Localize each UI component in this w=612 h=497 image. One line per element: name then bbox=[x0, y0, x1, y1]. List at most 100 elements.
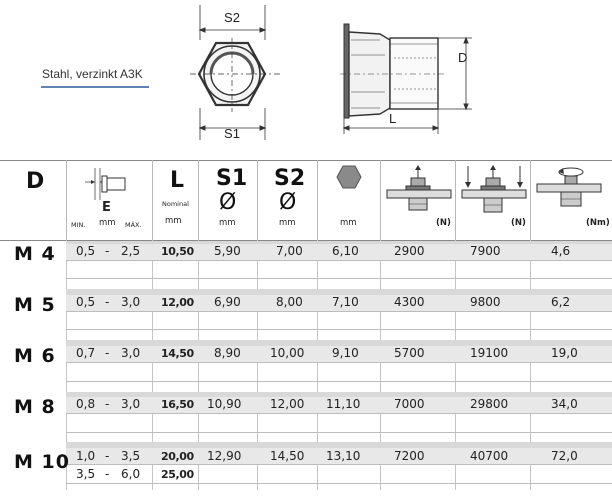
row-d: M 4 bbox=[14, 243, 56, 265]
row-e-dash: - bbox=[105, 467, 110, 481]
col-divider bbox=[455, 240, 456, 490]
row-force2: 29800 bbox=[470, 397, 509, 411]
row-force1: 4300 bbox=[394, 295, 425, 309]
row-force2: 7900 bbox=[470, 244, 501, 258]
header-l-label: L bbox=[170, 168, 185, 193]
header-pushout-force: (N) bbox=[455, 160, 530, 240]
header-e-label: E bbox=[102, 200, 111, 215]
row-torque: 6,2 bbox=[551, 295, 571, 309]
flange-thickness-icon bbox=[85, 168, 126, 200]
header-d: D bbox=[0, 160, 66, 240]
row-e-min: 0,5 bbox=[76, 244, 96, 258]
header-s1-diameter-icon: Ø bbox=[219, 190, 237, 215]
row-e-min: 3,5 bbox=[76, 467, 96, 481]
row-d: M 6 bbox=[14, 345, 56, 367]
header-d-label: D bbox=[26, 169, 45, 194]
row-s1: 6,90 bbox=[214, 295, 241, 309]
col-divider bbox=[66, 240, 67, 490]
row-e-max: 2,5 bbox=[121, 244, 141, 258]
nut-front-view bbox=[190, 5, 280, 140]
dimension-l-label: L bbox=[389, 111, 396, 126]
header-s2: S2 Ø mm bbox=[257, 160, 317, 240]
row-hex: 13,10 bbox=[326, 449, 361, 463]
row-torque: 72,0 bbox=[551, 449, 578, 463]
col-divider bbox=[198, 240, 199, 490]
row-s2: 7,00 bbox=[276, 244, 303, 258]
row-e-max: 3,0 bbox=[121, 397, 141, 411]
header-s2-mm: mm bbox=[279, 218, 296, 228]
row-e-min: 0,8 bbox=[76, 397, 96, 411]
pullout-force-icon bbox=[386, 165, 452, 211]
row-l: 16,50 bbox=[161, 398, 194, 411]
row-hex: 7,10 bbox=[332, 295, 359, 309]
row-e-min: 0,5 bbox=[76, 295, 96, 309]
header-e-max: MÁX. bbox=[125, 221, 142, 229]
row-torque: 34,0 bbox=[551, 397, 578, 411]
row-s1: 12,90 bbox=[207, 449, 242, 463]
row-s2: 10,00 bbox=[270, 346, 305, 360]
header-e-mm: mm bbox=[99, 218, 116, 228]
material-note: Stahl, verzinkt A3K bbox=[42, 67, 143, 81]
col-divider bbox=[152, 240, 153, 490]
technical-drawing: Stahl, verzinkt A3K S2 S1 bbox=[41, 5, 472, 141]
row-e-dash: - bbox=[105, 295, 110, 309]
header-hex: mm bbox=[317, 160, 380, 240]
col-divider bbox=[530, 240, 531, 490]
row-force1: 2900 bbox=[394, 244, 425, 258]
header-torque-unit: (Nm) bbox=[586, 218, 610, 228]
row-force1: 7200 bbox=[394, 449, 425, 463]
row-e-dash: - bbox=[105, 397, 110, 411]
row-s1: 8,90 bbox=[214, 346, 241, 360]
row-e-max: 3,0 bbox=[121, 295, 141, 309]
row-d: M 10 bbox=[14, 451, 70, 473]
torque-icon bbox=[536, 167, 602, 207]
row-e-dash: - bbox=[105, 244, 110, 258]
row-e-min: 0,7 bbox=[76, 346, 96, 360]
header-s1-label: S1 bbox=[216, 166, 248, 191]
pushout-force-icon bbox=[461, 165, 527, 213]
row-s1: 5,90 bbox=[214, 244, 241, 258]
row-e-max: 6,0 bbox=[121, 467, 141, 481]
row-e-min: 1,0 bbox=[76, 449, 96, 463]
header-s1: S1 Ø mm bbox=[198, 160, 257, 240]
row-s2: 12,00 bbox=[270, 397, 305, 411]
row-hex: 9,10 bbox=[332, 346, 359, 360]
row-l: 10,50 bbox=[161, 245, 194, 258]
row-force2: 19100 bbox=[470, 346, 509, 360]
header-hex-mm: mm bbox=[340, 218, 357, 228]
row-l: 14,50 bbox=[161, 347, 194, 360]
dimension-s2-label: S2 bbox=[224, 10, 240, 25]
header-s2-label: S2 bbox=[274, 166, 306, 191]
col-divider bbox=[380, 240, 381, 490]
row-hex: 11,10 bbox=[326, 397, 361, 411]
header-pullout-unit: (N) bbox=[436, 218, 451, 228]
col-divider bbox=[257, 240, 258, 490]
row-l: 25,00 bbox=[161, 468, 194, 481]
row-s1: 10,90 bbox=[207, 397, 242, 411]
header-e: E MIN. mm MÁX. bbox=[66, 160, 152, 240]
row-e-max: 3,0 bbox=[121, 346, 141, 360]
row-e-dash: - bbox=[105, 346, 110, 360]
row-force2: 9800 bbox=[470, 295, 501, 309]
header-l: L Nominal mm bbox=[152, 160, 198, 240]
row-s2: 14,50 bbox=[270, 449, 305, 463]
row-d: M 5 bbox=[14, 294, 56, 316]
row-torque: 19,0 bbox=[551, 346, 578, 360]
header-torque: (Nm) bbox=[530, 160, 612, 240]
row-torque: 4,6 bbox=[551, 244, 571, 258]
row-force2: 40700 bbox=[470, 449, 509, 463]
row-force1: 5700 bbox=[394, 346, 425, 360]
header-pushout-unit: (N) bbox=[511, 218, 526, 228]
hexagon-icon bbox=[336, 165, 362, 189]
row-l: 12,00 bbox=[161, 296, 194, 309]
dimension-d-label: D bbox=[458, 50, 467, 65]
dimension-s1-label: S1 bbox=[224, 126, 240, 141]
row-hex: 6,10 bbox=[332, 244, 359, 258]
header-s1-mm: mm bbox=[219, 218, 236, 228]
row-l: 20,00 bbox=[161, 450, 194, 463]
header-l-mm: mm bbox=[165, 216, 182, 226]
header-e-min: MIN. bbox=[71, 221, 86, 229]
row-force1: 7000 bbox=[394, 397, 425, 411]
header-pullout-force: (N) bbox=[380, 160, 455, 240]
nut-side-view bbox=[340, 23, 472, 134]
